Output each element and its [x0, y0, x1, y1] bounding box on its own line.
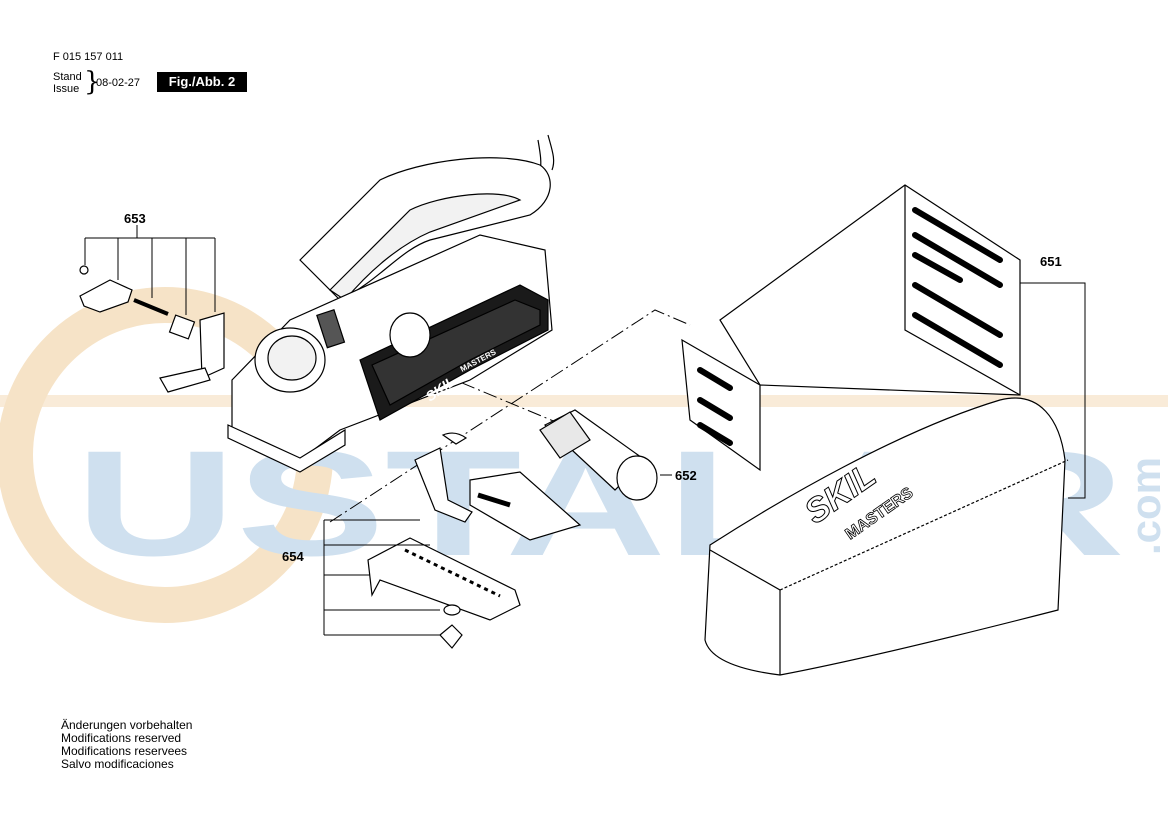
part-653-leader [84, 225, 216, 315]
label-651: 651 [1040, 254, 1062, 269]
part-654-assembly [323, 432, 582, 649]
label-654: 654 [282, 549, 304, 564]
issue-label: Issue [53, 83, 80, 95]
part-651-leader [1020, 282, 1086, 499]
label-652: 652 [675, 468, 697, 483]
modification-notes: Änderungen vorbehalten Modifications res… [61, 719, 192, 771]
label-653: 653 [124, 211, 146, 226]
stand-label: Stand [53, 71, 82, 83]
document-number: F 015 157 011 [53, 51, 124, 63]
brace-glyph: } [84, 67, 101, 97]
dust-port [389, 312, 431, 358]
note-de: Änderungen vorbehalten [61, 718, 193, 732]
figure-label: Fig./Abb. 2 [157, 72, 247, 92]
part-651-dust-bag: SKIL MASTERS [681, 184, 1086, 676]
note-fr: Modifications reservees [61, 744, 188, 758]
part-653-assembly [79, 225, 225, 393]
watermark-suffix: .com [1122, 457, 1168, 555]
planer-tool: SKIL MASTERS [227, 134, 555, 473]
part-652-adapter [539, 409, 672, 501]
part-654-leader [323, 519, 440, 636]
note-es: Salvo modificaciones [61, 757, 174, 771]
issue-date: 08-02-27 [96, 77, 141, 89]
note-en: Modifications reserved [61, 731, 182, 745]
